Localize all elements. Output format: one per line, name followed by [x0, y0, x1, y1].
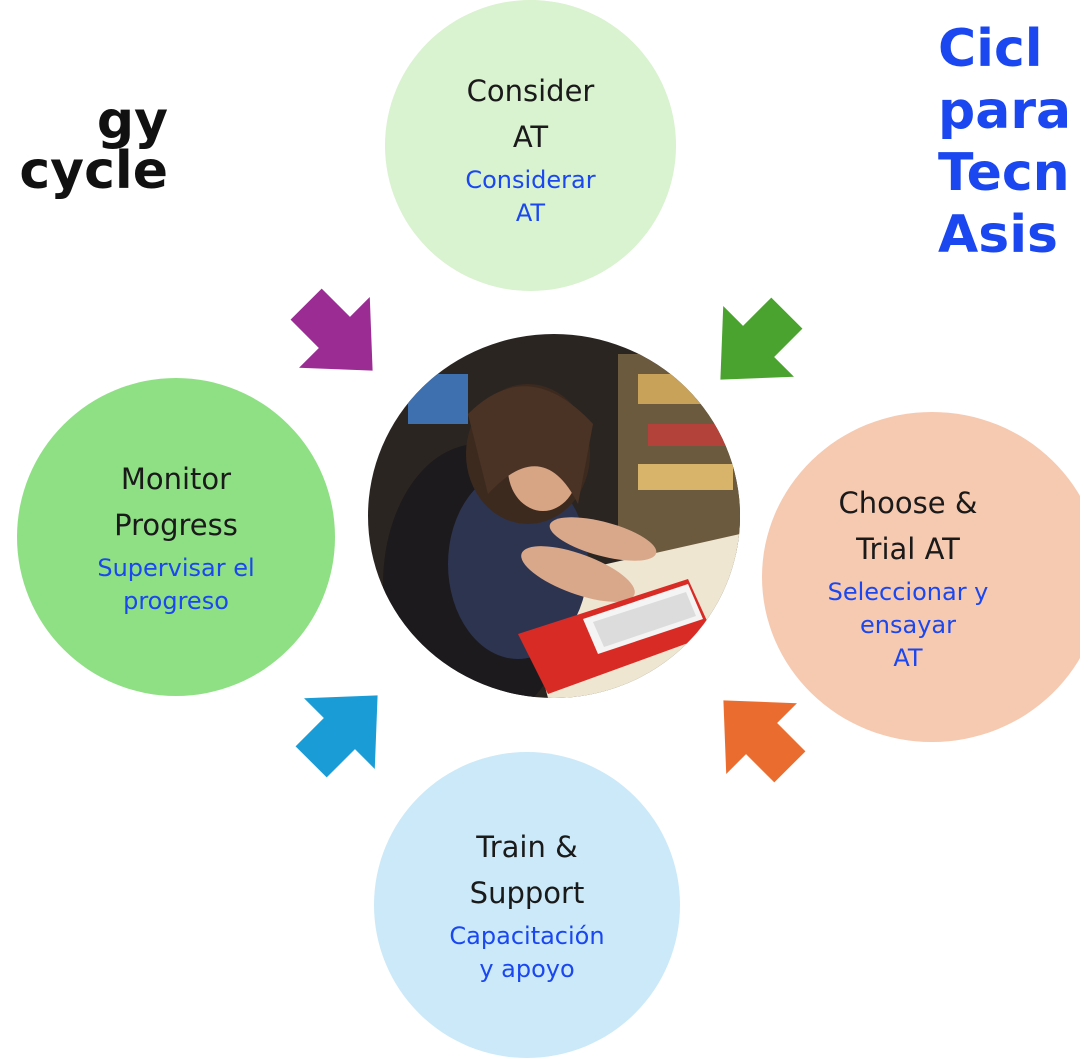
- step-monitor-progress: Monitor Progress Supervisar el progreso: [17, 378, 335, 696]
- step-train-support: Train & Support Capacitación y apoyo: [374, 752, 680, 1058]
- cycle-title-english: gy cycle: [0, 96, 168, 216]
- arrow-choose-to-train: [723, 700, 806, 783]
- step-consider-at: Consider AT Considerar AT: [385, 0, 676, 291]
- step-label-spanish: Capacitación y apoyo: [449, 922, 605, 983]
- step-label-spanish: Supervisar el progreso: [97, 554, 255, 615]
- title-line: para: [938, 81, 1072, 141]
- step-label-english: Train & Support: [469, 830, 585, 910]
- step-label-english: Consider AT: [466, 73, 595, 154]
- cycle-title-spanish: Cicl para Tecn Asis: [938, 18, 1080, 300]
- step-label-spanish: Seleccionar y ensayar AT: [827, 577, 989, 672]
- title-line: cycle: [19, 141, 168, 201]
- step-label-spanish: Considerar AT: [465, 165, 596, 227]
- step-label-english: Choose & Trial AT: [838, 485, 978, 566]
- title-line: Tecn: [938, 143, 1070, 203]
- student-using-keyboard-photo: [368, 334, 740, 698]
- arrow-monitor-to-consider: [290, 288, 373, 371]
- arrow-consider-to-choose: [720, 297, 803, 380]
- arrow-train-to-monitor: [295, 695, 378, 778]
- title-line: Asis: [938, 205, 1058, 265]
- title-line: Cicl: [938, 19, 1043, 79]
- title-line: gy: [96, 96, 168, 151]
- step-label-english: Monitor Progress: [114, 462, 238, 542]
- step-choose-trial-at: Choose & Trial AT Seleccionar y ensayar …: [762, 412, 1080, 742]
